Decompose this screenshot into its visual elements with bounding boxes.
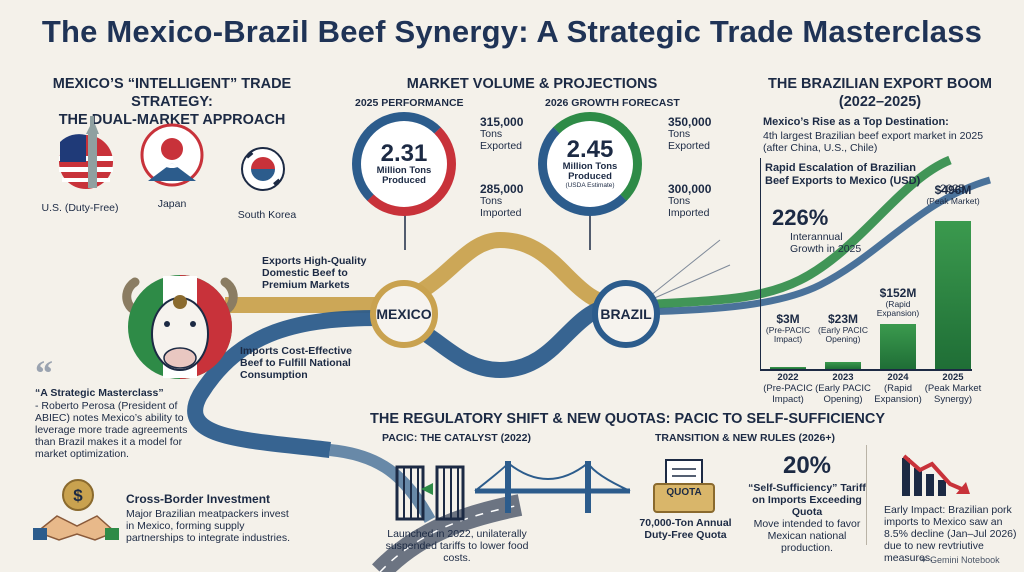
bar-value-text: $3M <box>776 312 800 326</box>
pacic-label: PACIC: THE CATALYST (2022) <box>382 432 531 444</box>
transition-label: TRANSITION & NEW RULES (2026+) <box>655 432 835 444</box>
x-tick-year: 2023 <box>832 372 854 383</box>
quote-mark-icon: “ <box>35 353 53 393</box>
perf-exported-value: 315,000 <box>480 115 524 129</box>
node-mexico: MEXICO <box>370 280 438 348</box>
x-tick-year: 2024 <box>887 372 909 383</box>
handshake-investment-icon: $ <box>33 479 119 541</box>
bar-2025 <box>935 221 971 369</box>
chart-title: Rapid Escalation of Brazilian Beef Expor… <box>765 162 921 187</box>
forecast-label: 2026 GROWTH FORECAST <box>545 97 680 109</box>
mexican-bull-icon <box>122 275 238 379</box>
perf-unit: Million Tons Produced <box>376 165 432 186</box>
bar-value-note: (Peak Market) <box>926 196 980 206</box>
growth-label: Interannual Growth in 2025 <box>790 231 862 255</box>
forecast-note: (USDA Estimate) <box>565 182 615 189</box>
tariff-value: 20% <box>782 452 832 479</box>
market-label-japan: Japan <box>157 198 187 210</box>
market-label-us: U.S. (Duty-Free) <box>41 202 119 214</box>
chart-x-axis <box>760 369 972 371</box>
fc-imported-value: 300,000 <box>668 182 712 196</box>
statue-of-liberty-icon <box>59 116 113 189</box>
bar-value-note: (Early PACIC Opening) <box>818 325 868 344</box>
bar-2022 <box>770 367 806 369</box>
decline-chart-icon <box>902 454 970 496</box>
divider <box>866 445 867 545</box>
brand-text: Gemini Notebook <box>930 555 1000 565</box>
growth-value: 226% <box>772 205 829 230</box>
x-tick-note: (Pre-PACIC Impact) <box>763 383 813 405</box>
tariff-body: Move intended to favor Mexican national … <box>753 518 861 554</box>
x-tick-note: (Rapid Expansion) <box>874 383 922 405</box>
x-tick-label: 2023(Early PACIC Opening) <box>813 372 873 405</box>
quota-document-icon <box>653 459 715 513</box>
investment-title: Cross-Border Investment <box>126 492 271 506</box>
middle-heading: MARKET VOLUME & PROJECTIONS <box>406 76 658 92</box>
fc-exported-value: 350,000 <box>668 115 712 129</box>
perf-label: 2025 PERFORMANCE <box>355 97 464 109</box>
bar-value-text: $152M <box>879 285 917 300</box>
x-tick-note: (Peak Market Synergy) <box>924 383 982 405</box>
flow-export-text: Exports High-Quality Domestic Beef to Pr… <box>262 255 367 291</box>
x-tick-year: 2022 <box>777 372 799 383</box>
bar-value-text: $496M <box>934 183 972 197</box>
x-tick-label: 2022(Pre-PACIC Impact) <box>758 372 818 405</box>
bar-value-label: $496M(Peak Market) <box>921 183 985 206</box>
tariff-title: “Self-Sufficiency” Tariff on Imports Exc… <box>748 482 866 518</box>
rise-title: Mexico’s Rise as a Top Destination: <box>763 116 949 128</box>
right-heading-line2: (2022–2025) <box>838 94 922 110</box>
svg-text:$: $ <box>73 486 83 505</box>
bar-2023 <box>825 362 861 369</box>
page-title: The Mexico-Brazil Beef Synergy: A Strate… <box>41 14 983 49</box>
japan-mount-fuji-icon <box>140 123 204 187</box>
pacic-body: Launched in 2022, unilaterally suspended… <box>385 528 529 564</box>
bar-value-note: (Rapid Expansion) <box>876 298 920 318</box>
perf-value: 2.31 <box>380 140 428 167</box>
perf-production-gauge: 2.31 Million Tons Produced <box>352 112 456 216</box>
flow-import-text: Imports Cost-Effective Beef to Fulfill N… <box>240 345 353 381</box>
market-label-south-korea: South Korea <box>237 209 297 221</box>
right-heading-line1: THE BRAZILIAN EXPORT BOOM <box>768 76 992 92</box>
perf-imported-value: 285,000 <box>480 182 524 196</box>
left-heading-line2: THE DUAL-MARKET APPROACH <box>58 112 286 128</box>
bar-2024 <box>880 323 916 369</box>
investment-body: Major Brazilian meatpackers invest in Me… <box>126 508 291 544</box>
forecast-production-gauge: 2.45 Million Tons Produced (USDA Estimat… <box>538 112 642 216</box>
bar-value-label: $23M(Early PACIC Opening) <box>811 312 875 344</box>
impact-text: Early Impact: Brazilian pork imports to … <box>884 504 1017 564</box>
south-korea-flag-icon <box>241 147 285 191</box>
fc-exported-label: Tons Exported <box>668 128 711 152</box>
quote-body: - Roberto Perosa (President of ABIEC) no… <box>35 400 188 460</box>
brand-label: ✦ Gemini Notebook <box>920 555 1000 566</box>
x-tick-year: 2025 <box>942 372 964 383</box>
bar-value-label: $3M(Pre-PACIC Impact) <box>756 312 820 344</box>
chart-y-axis <box>760 158 761 370</box>
bar-value-label: $152M(Rapid Expansion) <box>866 286 930 318</box>
rise-body: 4th largest Brazilian beef export market… <box>763 130 984 154</box>
quota-body: 70,000-Ton Annual Duty-Free Quota <box>639 517 732 541</box>
top-year-label: 2025 <box>940 183 965 195</box>
quote-title: “A Strategic Masterclass” <box>35 387 164 399</box>
node-brazil: BRAZIL <box>592 280 660 348</box>
brand-icon: ✦ <box>920 555 931 565</box>
bar-value-text: $23M <box>827 312 859 326</box>
bottom-heading: THE REGULATORY SHIFT & NEW QUOTAS: PACIC… <box>370 411 886 427</box>
forecast-value: 2.45 <box>566 136 614 163</box>
perf-exported-label: Tons Exported <box>480 128 523 152</box>
x-tick-label: 2024(Rapid Expansion) <box>868 372 928 405</box>
perf-imported-label: Tons Imported <box>480 195 522 219</box>
quota-tag: QUOTA <box>666 487 702 498</box>
x-tick-note: (Early PACIC Opening) <box>815 383 871 405</box>
forecast-unit: Million Tons Produced <box>562 161 618 182</box>
left-heading-line1: MEXICO’S “INTELLIGENT” TRADE STRATEGY: <box>52 76 292 110</box>
gate-bridge-icon <box>395 460 631 521</box>
fc-imported-label: Tons Imported <box>668 195 710 219</box>
x-tick-label: 2025(Peak Market Synergy) <box>923 372 983 405</box>
bar-value-note: (Pre-PACIC Impact) <box>765 325 811 344</box>
